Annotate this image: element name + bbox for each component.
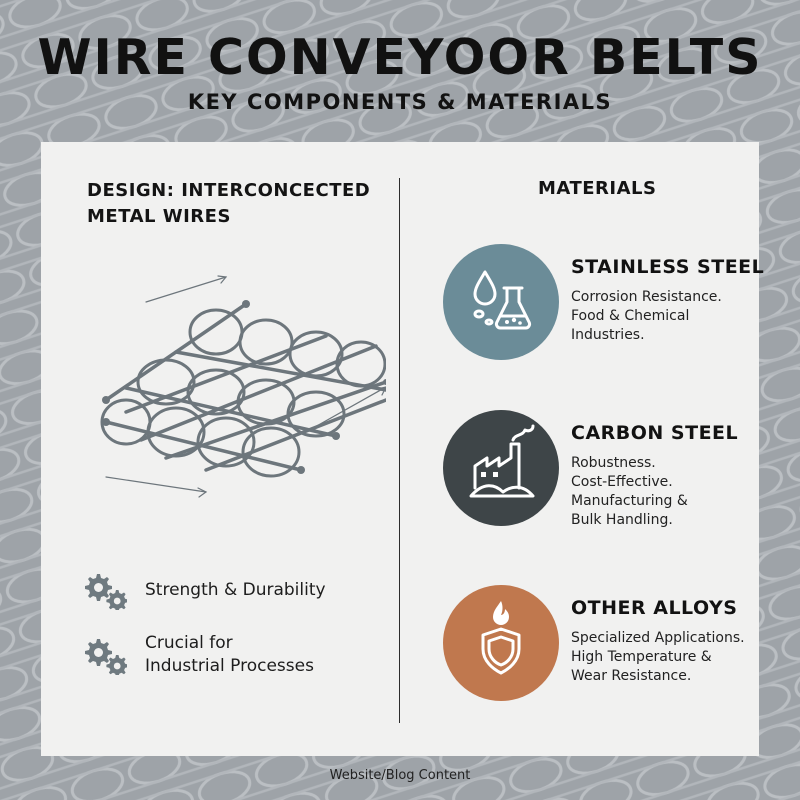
material-description: Corrosion Resistance. Food & Chemical In…	[571, 288, 751, 345]
conveyor-belt-illustration	[100, 275, 386, 498]
flame-shield-icon	[481, 601, 521, 675]
factory-icon	[469, 424, 535, 498]
material-icon-circle	[443, 244, 559, 360]
material-line: Manufacturing &	[571, 493, 688, 509]
feature-industrial: Crucial for Industrial Processes	[81, 632, 314, 678]
material-icon-circle	[443, 410, 559, 526]
material-line: High Temperature &	[571, 649, 712, 665]
header: WIRE CONVEYOOR BELTS KEY COMPONENTS & MA…	[0, 28, 800, 114]
feature-text: Crucial for Industrial Processes	[145, 632, 314, 678]
material-line: Industries.	[571, 327, 645, 343]
materials-heading: MATERIALS	[538, 178, 657, 199]
material-title: OTHER ALLOYS	[571, 597, 738, 619]
material-line: Robustness.	[571, 455, 656, 471]
feature-line: Strength & Durability	[145, 579, 326, 600]
design-heading-line: METAL WIRES	[87, 206, 231, 227]
material-description: Specialized Applications. High Temperatu…	[571, 629, 751, 686]
material-title: CARBON STEEL	[571, 422, 739, 444]
page-subtitle: KEY COMPONENTS & MATERIALS	[187, 90, 613, 114]
feature-line: Crucial for	[145, 633, 233, 653]
material-icon-circle	[443, 585, 559, 701]
material-line: Specialized Applications.	[571, 630, 745, 646]
page-title: WIRE CONVEYOOR BELTS	[37, 29, 763, 86]
column-divider	[399, 178, 400, 723]
material-line: Corrosion Resistance.	[571, 289, 722, 305]
design-heading-line: DESIGN: INTERCONCECTED	[87, 180, 371, 201]
content-panel: DESIGN: INTERCONCECTED METAL WIRES	[41, 142, 764, 756]
material-line: Bulk Handling.	[571, 512, 673, 528]
material-carbon-steel: CARBON STEEL Robustness. Cost-Effective.…	[443, 410, 753, 550]
material-line: Wear Resistance.	[571, 668, 692, 684]
footer-caption: Website/Blog Content	[329, 768, 471, 783]
material-title: STAINLESS STEEL	[571, 256, 765, 278]
material-other-alloys: OTHER ALLOYS Specialized Applications. H…	[443, 585, 753, 705]
material-description: Robustness. Cost-Effective. Manufacturin…	[571, 454, 751, 530]
design-heading: DESIGN: INTERCONCECTED METAL WIRES	[87, 178, 387, 230]
gears-icon	[85, 639, 127, 675]
gears-icon	[85, 574, 127, 610]
material-stainless-steel: STAINLESS STEEL Corrosion Resistance. Fo…	[443, 244, 764, 364]
material-line: Cost-Effective.	[571, 474, 673, 490]
feature-line: Industrial Processes	[145, 656, 314, 676]
droplet-flask-icon	[473, 270, 532, 330]
feature-strength: Strength & Durability	[81, 570, 326, 610]
material-line: Food & Chemical	[571, 308, 690, 324]
feature-text: Strength & Durability	[145, 579, 326, 602]
